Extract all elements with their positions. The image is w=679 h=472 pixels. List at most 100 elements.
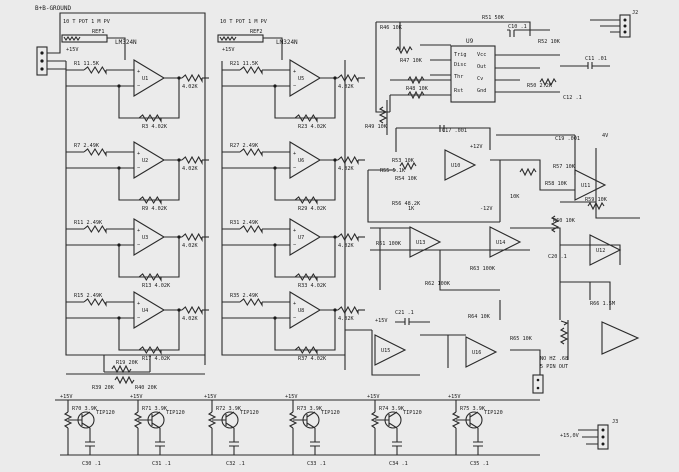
bank1-opamp-minus-3: −	[137, 242, 140, 248]
pot1-ref: REF1	[92, 29, 105, 35]
bottom-res-1: R19 20K	[116, 360, 139, 366]
bank1-in-res-4	[83, 297, 107, 307]
low-opamp-label-1: U14	[496, 240, 505, 246]
bank1-opamp-1	[133, 59, 166, 97]
mid-label-9: R60 10K	[553, 218, 576, 224]
bank2-fb-res-label-1: R23 4.02K	[298, 124, 327, 130]
bank2-opamp-id-2: U6	[298, 158, 304, 164]
bank2-fb-res-1	[294, 113, 318, 123]
low-label-1: R62 100K	[425, 281, 451, 287]
driver-voltage-4: +15V	[285, 394, 298, 400]
mid-label-14: -12V	[480, 206, 493, 212]
bank2-in-res-label-4: R35 2.49K	[230, 293, 259, 299]
bank1-in-res-label-1: R1 11.5K	[74, 61, 100, 67]
driver-res-6	[451, 411, 461, 429]
mid-label-4: R55 5.1K	[380, 168, 406, 174]
driver-cap-4	[310, 441, 320, 447]
mid-label-10: 1K	[408, 206, 415, 212]
bank2-in-res-4	[239, 297, 263, 307]
driver-res-label-5: R74 3.9K	[379, 406, 405, 412]
driver-transistor-label-6: TIP120	[484, 410, 503, 416]
driver-res-5	[370, 411, 380, 429]
power-connector-ref: J3	[612, 419, 618, 425]
driver-cap-label-6: C35 .1	[470, 461, 489, 467]
bank2-opamp-3	[289, 218, 322, 256]
bank2-fb-res-4	[294, 345, 318, 355]
bank2-opamp-minus-2: −	[293, 165, 296, 171]
mid-label-11: 10K	[510, 194, 520, 200]
driver-transistor-label-5: TIP120	[403, 410, 422, 416]
bank1-fb-res-1	[138, 113, 162, 123]
low-label-8: NO HZ .68	[540, 356, 568, 362]
power-connector-label: +15,0V	[560, 433, 579, 439]
low-opamp-label-0: U13	[416, 240, 425, 246]
timer-pin-disc: Disc	[454, 62, 467, 68]
driver-voltage-2: +15V	[130, 394, 143, 400]
driver-res-label-1: R70 3.9K	[72, 406, 98, 412]
mid-label-7: R58 10K	[545, 181, 568, 187]
bottom-res-2: R39 20K	[92, 385, 115, 391]
low-opamp-0	[409, 226, 442, 258]
low-opamp-1	[489, 226, 522, 258]
driver-res-4	[288, 411, 298, 429]
driver-res-label-3: R72 3.9K	[216, 406, 242, 412]
bank2-fb-res-label-4: R37 4.02K	[298, 356, 327, 362]
bank1-out-res-label-2: 4.02K	[182, 166, 198, 172]
bank1-opamp-3	[133, 218, 166, 256]
bank2-in-res-2	[239, 147, 263, 157]
driver-res-3	[207, 411, 217, 429]
low-label-5: R66 1.5M	[590, 301, 615, 307]
timer-res-0: R46 10K	[380, 25, 403, 31]
power-connector-section: +15,0V J3	[560, 419, 618, 450]
bank1-fb-res-label-2: R9 4.02K	[142, 206, 168, 212]
bank1-opamp-plus-2: +	[137, 151, 140, 157]
low-label-6: C20 .1	[548, 254, 567, 260]
mid-label-6: R57 10K	[553, 164, 576, 170]
bank2-in-res-label-2: R27 2.49K	[230, 143, 259, 149]
bank1-opamp-id-3: U3	[142, 235, 148, 241]
bank2-out-res-label-3: 4.02K	[338, 243, 354, 249]
bank1-out-res-1	[181, 73, 203, 84]
driver-res-label-4: R73 3.9K	[297, 406, 323, 412]
driver-cap-2	[155, 441, 165, 447]
timer-chip-label: U9	[466, 38, 474, 45]
timer-pin-thr: Thr	[454, 74, 463, 80]
driver-voltage-6: +15V	[448, 394, 461, 400]
driver-res-label-6: R75 3.9K	[460, 406, 486, 412]
mid-opamp-2	[589, 234, 622, 266]
mid-label-5: R56 48.2K	[392, 201, 421, 207]
low-opamp-label-2: U15	[381, 348, 390, 354]
bank2-opamp-plus-3: +	[293, 228, 296, 234]
mid-label-2: R53 10K	[392, 158, 415, 164]
bank1-out-res-4	[181, 305, 203, 316]
bank1-out-res-label-4: 4.02K	[182, 316, 198, 322]
bank2-out-res-label-1: 4.02K	[338, 84, 354, 90]
bank2-opamp-id-3: U7	[298, 235, 304, 241]
bank1-opamp-4	[133, 291, 166, 329]
mid-opamp-1	[574, 169, 607, 201]
driver-cap-5	[392, 441, 402, 447]
mid-label-8: R59 10K	[585, 197, 608, 203]
timer-res-2: R48 10K	[406, 86, 429, 92]
bank2-opamp-id-1: U5	[298, 76, 304, 82]
bank1-opamp-plus-4: +	[137, 301, 140, 307]
bank1-opamp-id-1: U1	[142, 76, 148, 82]
bank2-in-res-3	[239, 224, 263, 234]
bottom-res-3: R40 20K	[135, 385, 158, 391]
bank2-opamp-minus-1: −	[293, 83, 296, 89]
timer-cap-1: C11 .01	[585, 56, 607, 62]
bank1-opamp-minus-4: −	[137, 315, 140, 321]
